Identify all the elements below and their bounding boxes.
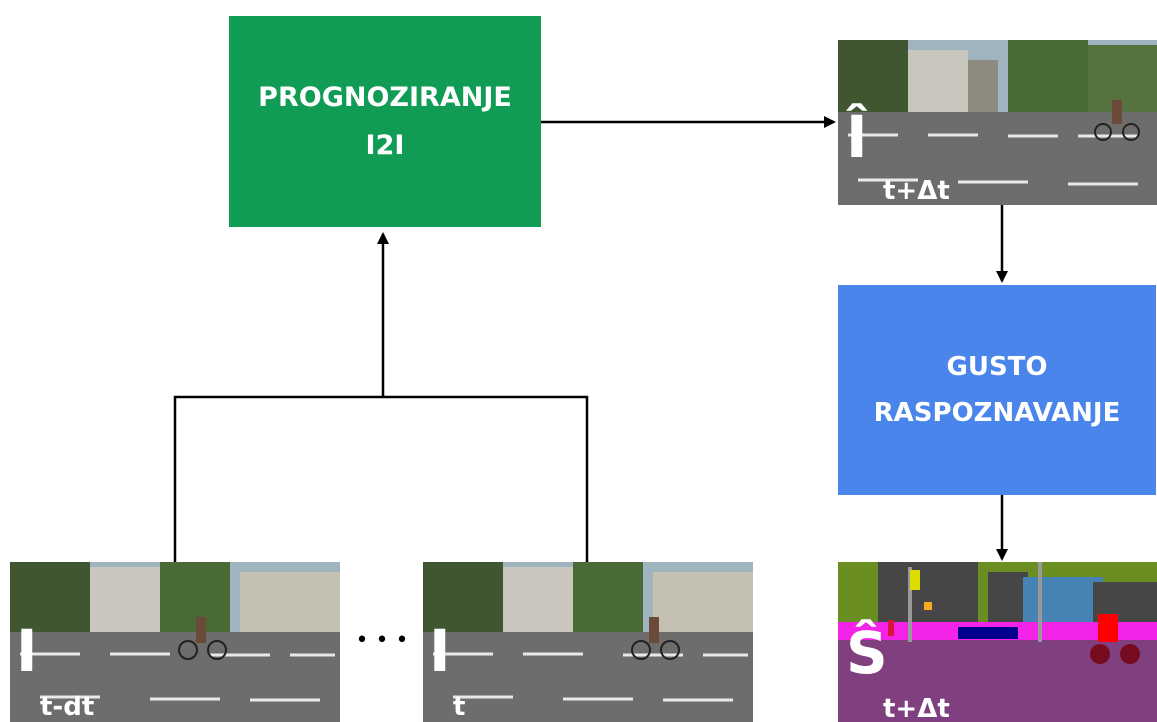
ellipsis: • • • [355,628,409,653]
forecast-i2i-block: PROGNOZIRANJE I2I [229,16,541,227]
input-frame-1-subscript: t-dt [40,692,95,722]
recognition-block-subtitle: RASPOZNAVANJE [873,398,1121,428]
input-frame-t: I t [423,562,753,722]
dense-recognition-block: GUSTO RASPOZNAVANJE [838,285,1156,495]
forecast-frame-subscript: t+Δt [883,176,950,205]
input-frame-t-minus-dt: I t-dt [10,562,340,722]
segmentation-frame-symbol: Ŝ [846,619,888,687]
segmentation-output-image: Ŝ t+Δt [838,562,1157,722]
input-merge-line [173,395,589,562]
recognition-block-title: GUSTO [946,352,1048,382]
input-frame-2-subscript: t [453,692,466,722]
forecast-frame-image: Î t+Δt [838,40,1157,205]
forecast-block-subtitle: I2I [365,129,405,161]
forecast-block-title: PROGNOZIRANJE [258,81,512,113]
forecast-frame-symbol: Î [846,103,868,171]
segmentation-frame-subscript: t+Δt [883,694,950,722]
input-frame-1-symbol: I [16,617,38,685]
input-frame-2-symbol: I [429,617,451,685]
